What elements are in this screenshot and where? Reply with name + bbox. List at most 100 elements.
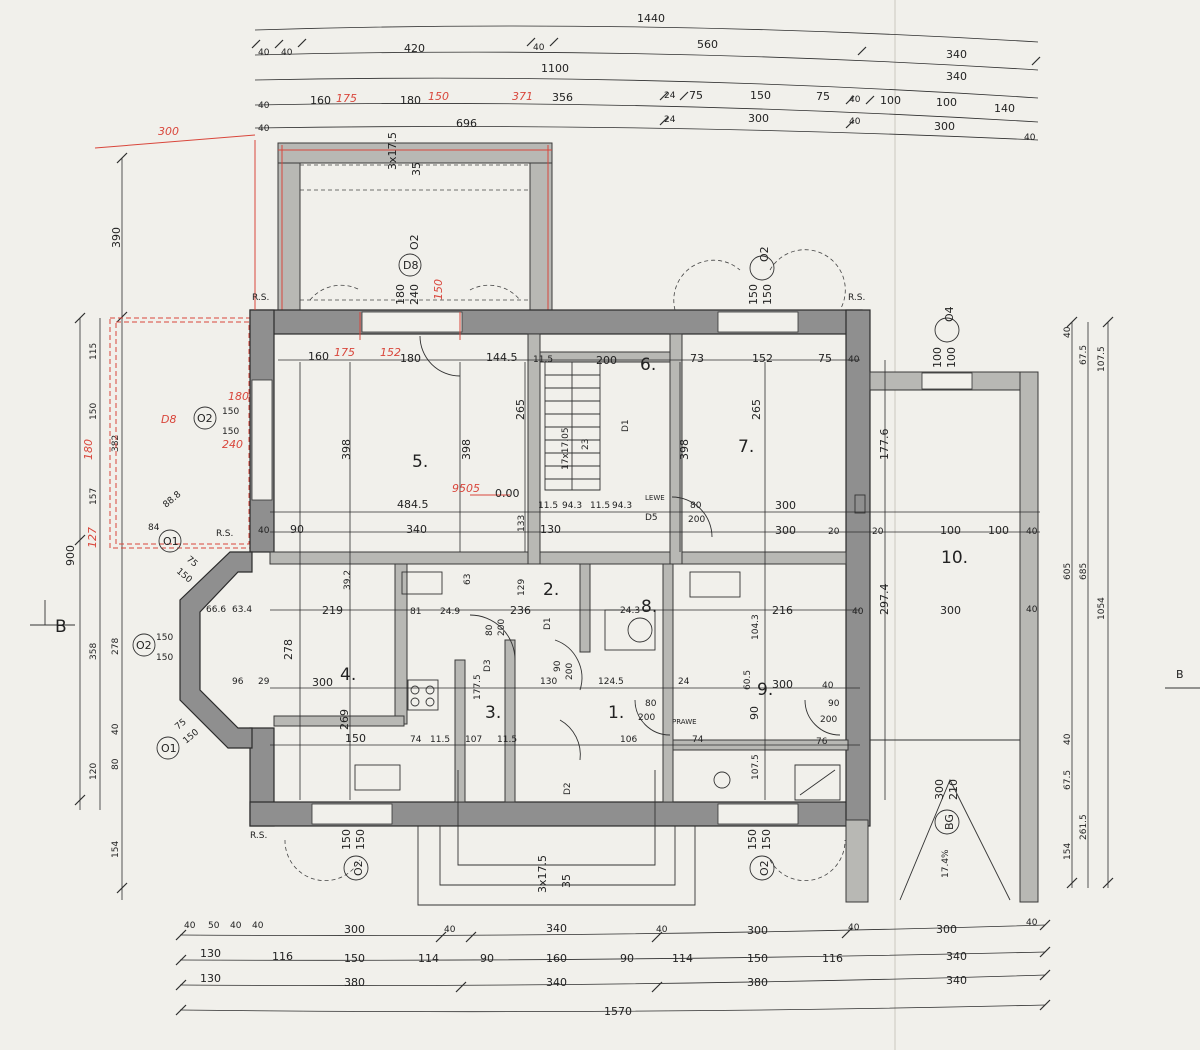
dim-bot3-380a: 380: [344, 976, 365, 989]
red-dim-150: 150: [428, 90, 449, 103]
d8-left-150b: 150: [222, 427, 239, 437]
hall-40: 40: [258, 526, 270, 536]
o2bl-150a: 150: [340, 829, 353, 850]
r1-106: 106: [620, 735, 637, 745]
dim-top-4: 40: [533, 43, 545, 53]
door-80-d: 80: [485, 624, 495, 636]
bg-300: 300: [933, 779, 946, 800]
door-200-c: 200: [820, 715, 837, 725]
dim-bot-40g: 40: [1026, 918, 1038, 928]
dim-bot-40d: 40: [444, 925, 456, 935]
dim-top-7: 1100: [541, 62, 569, 75]
door-90-e: 90: [553, 660, 563, 672]
room-label-6: 6.: [640, 355, 656, 375]
dim-right-675a: 67.5: [1079, 345, 1089, 365]
door-swings: [284, 249, 846, 881]
dim-top-11: 180: [400, 94, 421, 107]
dim-top-5: 560: [697, 38, 718, 51]
hall-129: 129: [517, 579, 527, 596]
r9-76: 76: [816, 737, 828, 747]
dim-top-13: 24: [664, 91, 676, 101]
room-label-7: 7.: [738, 437, 754, 457]
dim-right-40b: 40: [1063, 733, 1073, 745]
d8-dim-150: 150: [432, 279, 445, 300]
window-tag-o1-b: [156, 736, 180, 760]
dim-bot-40f: 40: [848, 923, 860, 933]
rs-label-3: R.S.: [216, 529, 233, 539]
dim-bot2-130: 130: [200, 947, 221, 960]
r5-top-160: 160: [308, 350, 329, 363]
stair-115b: 11.5: [590, 501, 610, 511]
dim-bot2-114a: 114: [418, 952, 439, 965]
dim-bot2-116a: 116: [272, 950, 293, 963]
door-d1-stair-label: D1: [621, 419, 631, 432]
hall-219: 219: [322, 604, 343, 617]
dim-bot2-340: 340: [946, 950, 967, 963]
r1-130: 130: [540, 677, 557, 687]
right-dimension-chains: [1066, 316, 1114, 889]
d8-left-150: 150: [222, 407, 239, 417]
dim-top-24: 300: [748, 112, 769, 125]
section-label-b: B: [55, 617, 67, 637]
section-label-b-right: B: [1176, 668, 1184, 681]
dim-bot3-380b: 380: [747, 976, 768, 989]
r10-40c: 40: [1026, 605, 1038, 615]
dim-top-22: 696: [456, 117, 477, 130]
level-000: 0.00: [495, 487, 520, 500]
left-dimension-chains: [74, 152, 128, 900]
dim-top-17: 40: [849, 95, 861, 105]
window-tag-o2-top-label: O2: [758, 246, 771, 262]
dim-top-6: 340: [946, 48, 967, 61]
entrance-porch: [417, 770, 696, 906]
red-markups: [254, 140, 510, 496]
d8-dim-240: 240: [408, 284, 421, 305]
stair-943b: 94.3: [612, 501, 632, 511]
window-tag-o2-left: [132, 633, 156, 657]
door-d3-label: D3: [483, 659, 493, 672]
r7-75: 75: [818, 352, 832, 365]
dim-top-1: 40: [258, 48, 270, 58]
dim-bot3-130: 130: [200, 972, 221, 985]
window-tag-o2-bl: [343, 855, 369, 881]
r7-20: 20: [828, 527, 840, 537]
dim-left-120: 120: [89, 763, 99, 780]
dim-top-2: 40: [281, 48, 293, 58]
door-200-a: 200: [688, 515, 705, 525]
r7-265: 265: [750, 399, 763, 420]
porch-dim: 3x17.5: [536, 855, 549, 893]
terrace-porch-dim: 3x17.5: [386, 132, 399, 170]
d8-left-180: 180: [228, 390, 249, 403]
dim-bot2-160: 160: [546, 952, 567, 965]
r9-605: 60.5: [743, 670, 753, 690]
dim-bot-40e: 40: [656, 925, 668, 935]
o2-left-150a: 150: [156, 633, 173, 643]
dim-bot2-116b: 116: [822, 952, 843, 965]
fixtures: [354, 494, 866, 801]
hall-243: 24.3: [620, 606, 640, 616]
dim-top-8: 340: [946, 70, 967, 83]
o2-label-top: O2: [408, 234, 421, 250]
dim-bot2-90a: 90: [480, 952, 494, 965]
r5-top-115: 11.5: [533, 355, 553, 365]
dim-left-154: 154: [111, 841, 121, 858]
room-label-5: 5.: [412, 452, 428, 472]
r9-40: 40: [822, 681, 834, 691]
r4-634: 63.4: [232, 605, 252, 615]
dim-top-20: 140: [994, 102, 1015, 115]
o2br-150a: 150: [746, 829, 759, 850]
r3-115b: 11.5: [497, 735, 517, 745]
stair-265: 265: [514, 399, 527, 420]
red-180: 180: [82, 439, 95, 460]
dim-top-27: 40: [1024, 133, 1036, 143]
stair-130: 130: [540, 523, 561, 536]
room-label-1: 1.: [608, 703, 624, 723]
hall-236: 236: [510, 604, 531, 617]
r10-40b: 40: [852, 607, 864, 617]
window-tag-o2-left-label: O2: [136, 639, 152, 652]
r4-269: 269: [338, 709, 351, 730]
o2br-150b: 150: [760, 829, 773, 850]
o2-left-150b: 150: [156, 653, 173, 663]
stair-943a: 94.3: [562, 501, 582, 511]
dim-right-685: 685: [1079, 563, 1089, 580]
r5-h2: 398: [460, 439, 473, 460]
